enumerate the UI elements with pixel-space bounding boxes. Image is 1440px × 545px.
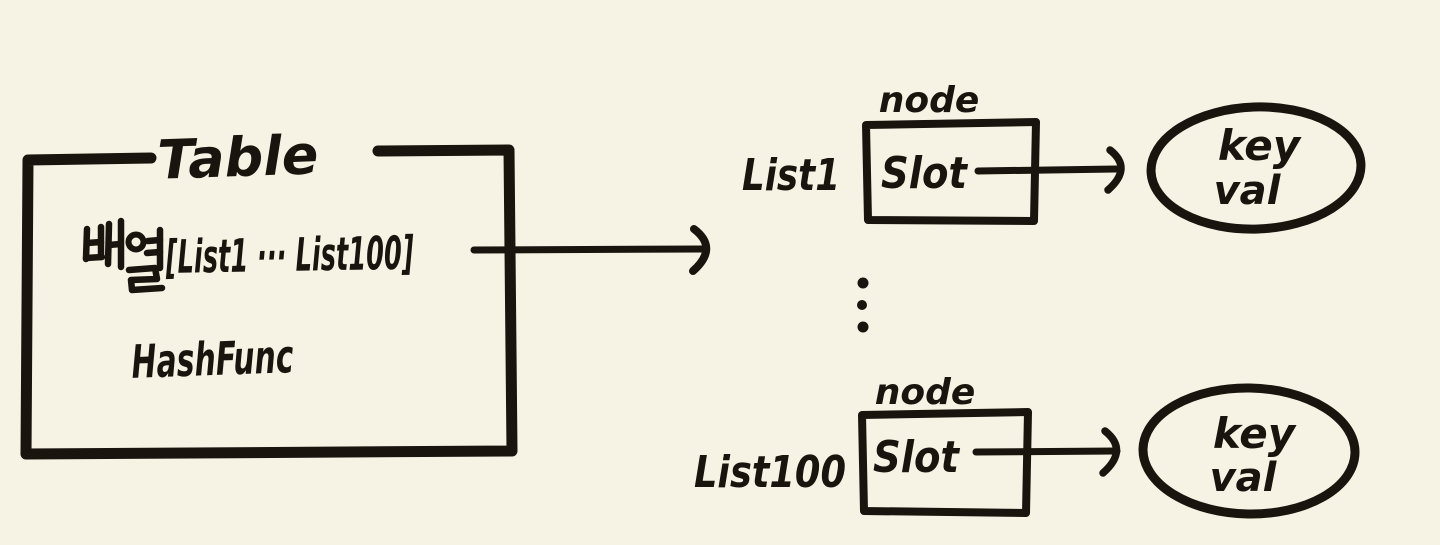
slot2-label: Slot	[873, 432, 961, 483]
keyval2-ellipse	[1138, 383, 1360, 519]
keyval1-ellipse	[1146, 102, 1366, 234]
arrow-head	[689, 225, 711, 275]
key2-label: key	[1213, 409, 1297, 458]
node2-box	[858, 408, 1032, 517]
hangul-stroke	[143, 248, 164, 257]
node1-box	[862, 118, 1040, 225]
table-box: Table [List1 ··· List100] HashFunc	[20, 123, 518, 460]
table-to-lists-arrow	[470, 225, 711, 275]
ellipsis-dot	[857, 277, 869, 289]
ellipsis-dot	[857, 300, 867, 310]
vertical-ellipsis	[857, 277, 869, 333]
arrow-shaft	[470, 245, 706, 254]
korean-array-label	[82, 217, 166, 294]
list1-row: List1 node Slot key val	[742, 80, 1366, 234]
ellipsis-dot	[857, 321, 869, 333]
hangul-stroke	[83, 238, 105, 247]
list1-label: List1	[742, 150, 840, 201]
val2-label: val	[1210, 455, 1278, 501]
hangul-stroke	[125, 231, 147, 253]
hangul-stroke	[144, 236, 164, 245]
table-array-field: [List1 ··· List100]	[165, 226, 414, 284]
table-hashfunc-field: HashFunc	[131, 329, 295, 389]
table-box-title: Table	[157, 123, 320, 192]
node2-label: node	[875, 372, 976, 413]
slot2-arrow-head	[1099, 427, 1121, 477]
node1-label: node	[879, 80, 980, 121]
slot2-arrow-shaft	[972, 447, 1121, 456]
list100-row: List100 node Slot key val	[694, 372, 1360, 519]
hangul-stroke	[82, 253, 106, 262]
table-box-outline	[20, 144, 518, 460]
slot1-arrow-head	[1104, 146, 1125, 194]
slot1-arrow-shaft	[974, 165, 1120, 175]
hangul-stroke	[125, 264, 166, 294]
val1-label: val	[1214, 168, 1282, 214]
key1-label: key	[1218, 121, 1302, 170]
slot1-label: Slot	[881, 148, 969, 199]
list100-label: List100	[694, 447, 846, 498]
